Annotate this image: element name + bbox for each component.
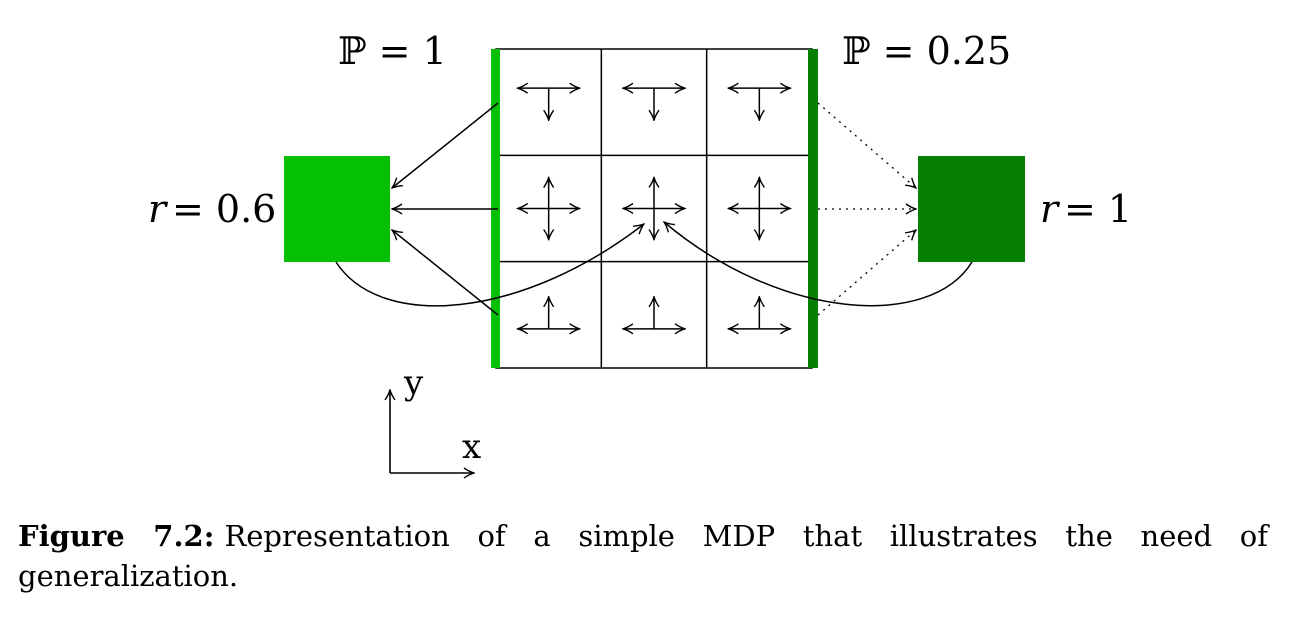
- transitions-left: [392, 102, 499, 316]
- grid-cell-actions: [518, 88, 580, 120]
- grid-cell-actions: [518, 297, 580, 329]
- transition-arrow: [392, 230, 499, 316]
- grid-cell-actions: [728, 88, 790, 120]
- grid-cell-actions: [728, 297, 790, 329]
- reset-arrow-left: [335, 224, 644, 307]
- mdp-diagram: r = 0.6 r = 1 ℙ = 1 ℙ = 0.25 y x: [148, 29, 1132, 510]
- y-axis-label: y: [403, 363, 424, 403]
- left-terminal-state: [284, 156, 390, 262]
- right-terminal-state: [918, 156, 1025, 262]
- state-grid: [495, 48, 813, 369]
- caption-text: Representation of a simple MDP that illu…: [18, 519, 1269, 593]
- transition-arrow-dotted: [817, 230, 916, 316]
- prob-right-label: ℙ = 0.25: [842, 29, 1011, 73]
- reward-left-value: = 0.6: [172, 187, 276, 231]
- figure-caption: Figure 7.2:Representation of a simple MD…: [18, 516, 1268, 596]
- right-exit-border: [808, 49, 818, 368]
- grid-cell-actions: [623, 297, 685, 329]
- prob-left-label: ℙ = 1: [338, 29, 447, 73]
- reward-left-var: r: [148, 187, 169, 231]
- axes: [390, 390, 474, 473]
- grid-cell-actions: [623, 88, 685, 120]
- x-axis-label: x: [462, 427, 481, 467]
- transitions-right: [817, 102, 916, 316]
- figure-label: Figure 7.2:: [18, 519, 215, 553]
- reward-right-var: r: [1040, 187, 1061, 231]
- reset-curves: [335, 222, 973, 307]
- grid-cell-actions: [623, 178, 685, 240]
- reward-right-value: = 1: [1064, 187, 1132, 231]
- transition-arrow-dotted: [817, 102, 916, 188]
- transition-arrow: [392, 102, 499, 188]
- reset-arrow-right: [664, 222, 973, 307]
- grid-cell-actions: [518, 178, 580, 240]
- grid-cell-actions: [728, 178, 790, 240]
